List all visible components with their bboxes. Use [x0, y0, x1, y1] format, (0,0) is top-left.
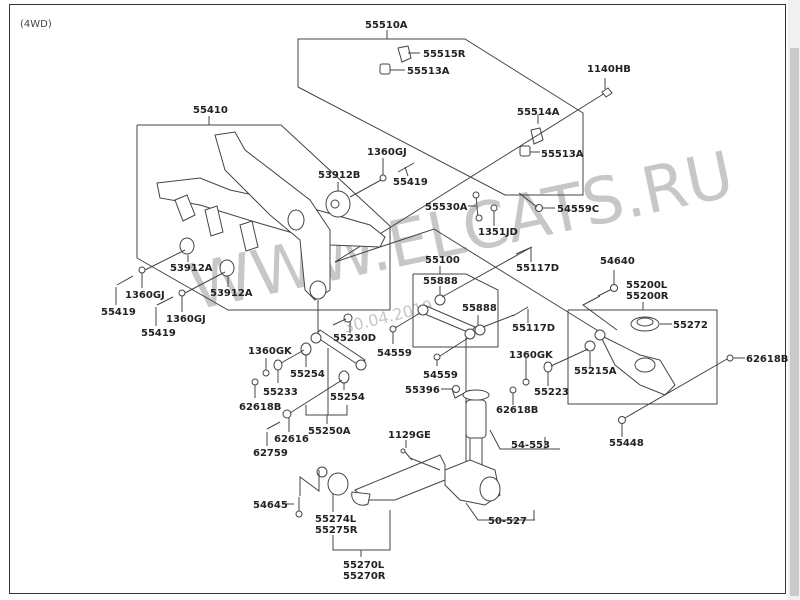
- label-1351JD[interactable]: 1351JD: [478, 227, 518, 238]
- label-55254-b[interactable]: 55254: [330, 392, 365, 403]
- assist-arm-group: [251, 313, 367, 446]
- nut-1360GJ-b: [178, 289, 186, 297]
- label-54640[interactable]: 54640: [600, 256, 635, 267]
- label-50-527[interactable]: 50-527: [488, 516, 527, 527]
- label-1360GJ-top[interactable]: 1360GJ: [367, 147, 407, 158]
- label-55530A[interactable]: 55530A: [425, 202, 468, 213]
- label-55888-a[interactable]: 55888: [423, 276, 458, 287]
- trailing-arm-group: [283, 440, 446, 557]
- label-55254-a[interactable]: 55254: [290, 369, 325, 380]
- lower-arm-group: [509, 270, 745, 437]
- label-62616[interactable]: 62616: [274, 434, 309, 445]
- label-55275R[interactable]: 55275R: [315, 525, 358, 536]
- label-55270L[interactable]: 55270L: [343, 560, 385, 571]
- label-55223[interactable]: 55223: [534, 387, 569, 398]
- date-stamp: 30.04.2019: [341, 296, 434, 337]
- label-1360GJ-a[interactable]: 1360GJ: [125, 290, 165, 301]
- label-62618B-left[interactable]: 62618B: [239, 402, 281, 413]
- bushing-55513A-top: [379, 63, 391, 75]
- upper-arm-group: [389, 246, 533, 500]
- label-55200L[interactable]: 55200L: [626, 280, 668, 291]
- label-54-553[interactable]: 54-553: [511, 440, 550, 451]
- label-55419-top[interactable]: 55419: [393, 177, 428, 188]
- bushing-55274L: [327, 472, 349, 496]
- bushing-53912A-a: [179, 237, 195, 255]
- label-55448[interactable]: 55448: [609, 438, 644, 449]
- label-55514A[interactable]: 55514A: [517, 107, 560, 118]
- label-55117D-mid[interactable]: 55117D: [512, 323, 555, 334]
- shock-and-knuckle-group: [441, 385, 560, 521]
- label-1129GE[interactable]: 1129GE: [388, 430, 431, 441]
- label-55396[interactable]: 55396: [405, 385, 440, 396]
- clamp-55515R: [397, 45, 412, 63]
- label-55200R[interactable]: 55200R: [626, 291, 669, 302]
- label-55272[interactable]: 55272: [673, 320, 708, 331]
- label-54645[interactable]: 54645: [253, 500, 288, 511]
- label-55513A-right[interactable]: 55513A: [541, 149, 584, 160]
- label-1140HB[interactable]: 1140HB: [587, 64, 631, 75]
- label-54559-b[interactable]: 54559: [423, 370, 458, 381]
- label-55410[interactable]: 55410: [193, 105, 228, 116]
- label-1360GJ-b[interactable]: 1360GJ: [166, 314, 206, 325]
- bushing-55513A-right: [519, 145, 531, 157]
- label-1360GK-left[interactable]: 1360GK: [248, 346, 293, 357]
- label-55270R[interactable]: 55270R: [343, 571, 386, 582]
- label-55233[interactable]: 55233: [263, 387, 298, 398]
- label-55274L[interactable]: 55274L: [315, 514, 357, 525]
- variant-label: (4WD): [20, 19, 52, 30]
- label-54559-a[interactable]: 54559: [377, 348, 412, 359]
- label-55230D[interactable]: 55230D: [333, 333, 376, 344]
- nut-1360GJ-a: [138, 266, 146, 274]
- label-55888-b[interactable]: 55888: [462, 303, 497, 314]
- crossmember-group: [115, 116, 415, 335]
- label-53912B[interactable]: 53912B: [318, 170, 360, 181]
- bolt-1140HB: [601, 87, 613, 98]
- label-62618B-mid[interactable]: 62618B: [496, 405, 538, 416]
- label-55250A[interactable]: 55250A: [308, 426, 351, 437]
- label-55100[interactable]: 55100: [425, 255, 460, 266]
- stabilizer-bar-group: [297, 30, 584, 226]
- label-55215A[interactable]: 55215A: [574, 366, 617, 377]
- label-53912A-a[interactable]: 53912A: [170, 263, 213, 274]
- label-55419-a[interactable]: 55419: [101, 307, 136, 318]
- scrollbar-thumb[interactable]: [790, 48, 799, 596]
- label-55513A-top[interactable]: 55513A: [407, 66, 450, 77]
- label-55510A[interactable]: 55510A: [365, 20, 408, 31]
- label-53912A-b[interactable]: 53912A: [210, 288, 253, 299]
- label-62759[interactable]: 62759: [253, 448, 288, 459]
- nut-54559C: [535, 204, 543, 212]
- bushing-53912A-b: [219, 259, 235, 277]
- label-55515R[interactable]: 55515R: [423, 49, 466, 60]
- label-62618B-right[interactable]: 62618B: [746, 354, 788, 365]
- label-55419-b[interactable]: 55419: [141, 328, 176, 339]
- label-1360GK-right[interactable]: 1360GK: [509, 350, 554, 361]
- part-labels: 55510A 55515R 55513A 1140HB 55514A 55513…: [101, 20, 788, 582]
- label-54559C[interactable]: 54559C: [557, 204, 599, 215]
- label-55117D-top[interactable]: 55117D: [516, 263, 559, 274]
